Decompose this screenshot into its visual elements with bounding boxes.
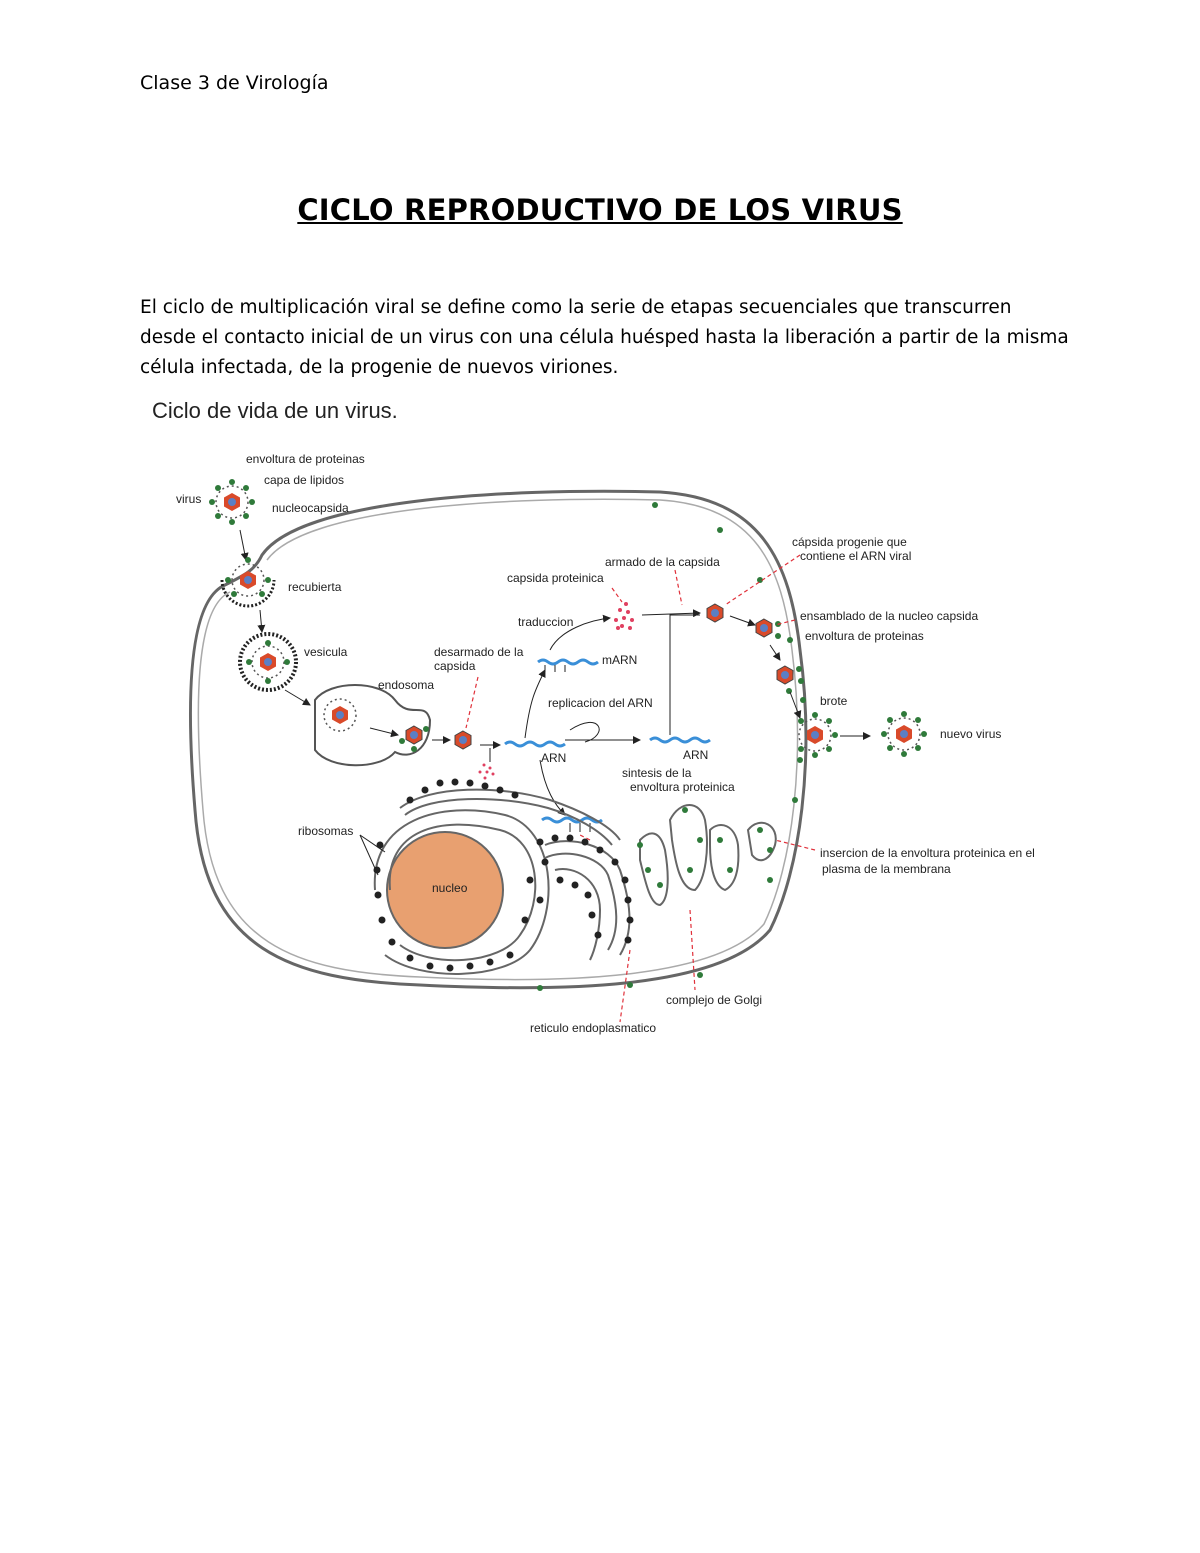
label-ensamblado: ensamblado de la nucleo capsida xyxy=(800,609,978,623)
label-progenie-1: cápsida progenie que xyxy=(792,535,907,549)
label-progenie-2: contiene el ARN viral xyxy=(800,549,911,563)
label-armado-capsida: armado de la capsida xyxy=(605,555,720,569)
label-arn-right: ARN xyxy=(683,748,708,762)
nucleus xyxy=(386,831,504,949)
figure-title: Ciclo de vida de un virus. xyxy=(152,398,398,423)
label-sintesis-2: envoltura proteinica xyxy=(630,780,735,794)
page-header: Clase 3 de Virología xyxy=(140,72,329,94)
label-vesicula: vesicula xyxy=(304,645,348,659)
label-traduccion: traduccion xyxy=(518,615,573,629)
virus-icon xyxy=(209,479,255,525)
label-reticulo: reticulo endoplasmatico xyxy=(530,1021,656,1035)
label-insercion-2: plasma de la membrana xyxy=(822,862,951,876)
label-desarmado-1: desarmado de la xyxy=(434,645,524,659)
label-nuevo-virus: nuevo virus xyxy=(940,727,1001,741)
label-envoltura: envoltura de proteinas xyxy=(246,452,365,466)
label-nucleocapsida: nucleocapsida xyxy=(272,501,349,515)
label-ribosomas: ribosomas xyxy=(298,824,353,838)
label-insercion-1: insercion de la envoltura proteinica en … xyxy=(820,846,1035,860)
new-virus-icon xyxy=(881,711,927,757)
cell-membrane xyxy=(188,489,808,990)
page-title: CICLO REPRODUCTIVO DE LOS VIRUS xyxy=(297,193,903,227)
label-brote: brote xyxy=(820,694,848,708)
label-sintesis-1: sintesis de la xyxy=(622,766,692,780)
label-envoltura-2: envoltura de proteinas xyxy=(805,629,924,643)
label-replicacion: replicacion del ARN xyxy=(548,696,653,710)
label-capsida-proteinica: capsida proteinica xyxy=(507,571,604,585)
label-capa-lipidos: capa de lipidos xyxy=(264,473,344,487)
label-virus: virus xyxy=(176,492,201,506)
label-marn: mARN xyxy=(602,653,637,667)
label-endosoma: endosoma xyxy=(378,678,434,692)
intro-paragraph: El ciclo de multiplicación viral se defi… xyxy=(140,297,1069,378)
label-golgi: complejo de Golgi xyxy=(666,993,762,1007)
label-nucleo: nucleo xyxy=(432,881,468,895)
label-desarmado-2: capsida xyxy=(434,659,476,673)
label-arn-left: ARN xyxy=(541,751,566,765)
label-recubierta: recubierta xyxy=(288,580,342,594)
